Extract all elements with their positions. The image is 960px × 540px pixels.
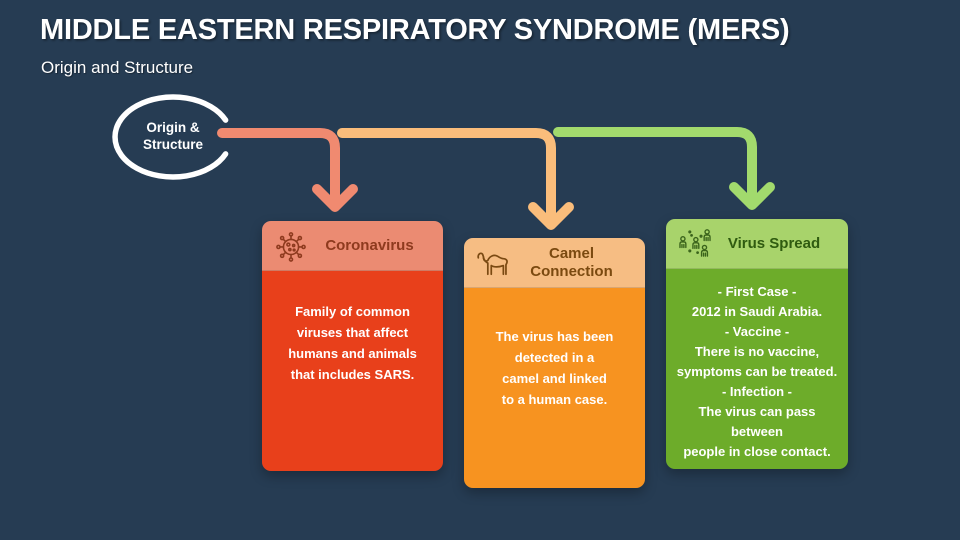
- card-text-line: Family of common: [295, 304, 410, 319]
- coronavirus-icon: [276, 231, 306, 262]
- arrow-head: [528, 202, 574, 230]
- card-virus-spread: Virus Spread - First Case - 2012 in Saudi…: [666, 219, 848, 469]
- card-text-line: humans and animals: [288, 346, 417, 361]
- arrow-line: [553, 127, 757, 199]
- arrow-line: [217, 128, 340, 201]
- card-text-line: - Vaccine -: [724, 324, 790, 339]
- card-header: Coronavirus: [262, 221, 443, 271]
- card-title: Coronavirus: [325, 236, 414, 254]
- arrow-to-coronavirus: [217, 128, 358, 212]
- camel-icon: [477, 251, 508, 275]
- card-text-line: - Infection -: [721, 384, 793, 399]
- card-title: Camel Connection: [530, 244, 613, 280]
- card-text-line: to a human case.: [501, 392, 608, 407]
- arrow-head: [312, 184, 358, 212]
- card-text-line: that includes SARS.: [290, 367, 415, 382]
- card-body: The virus has been detected in a camel and…: [464, 288, 645, 488]
- card-text-line: The virus can pass between: [698, 404, 816, 439]
- arrow-line: [337, 128, 556, 219]
- card-header: Camel Connection: [464, 238, 645, 288]
- card-camel-connection: Camel Connection The virus has been detec…: [464, 238, 645, 488]
- card-text-line: The virus has been: [495, 329, 614, 344]
- page-subtitle: Origin and Structure: [41, 58, 194, 77]
- arrow-head: [729, 182, 775, 210]
- card-text-line: symptoms can be treated.: [676, 364, 838, 379]
- arrow-to-camel-connection: [337, 128, 574, 230]
- card-body: - First Case - 2012 in Saudi Arabia. - Vac…: [666, 269, 848, 469]
- card-coronavirus: Coronavirus Family of common viruses that…: [262, 221, 443, 471]
- card-text-line: camel and linked: [502, 371, 607, 386]
- card-text-line: 2012 in Saudi Arabia.: [691, 304, 823, 319]
- origin-oval-label: Origin & Structure: [142, 120, 203, 152]
- card-header: Virus Spread: [666, 219, 848, 269]
- card-text-line: There is no vaccine,: [694, 344, 820, 359]
- card-text-line: people in close contact.: [683, 444, 831, 459]
- card-title: Virus Spread: [727, 234, 821, 252]
- page-title: MIDDLE EASTERN RESPIRATORY SYNDROME (MER…: [40, 14, 790, 46]
- arrow-to-virus-spread: [553, 127, 775, 210]
- card-body: Family of common viruses that affect human…: [262, 271, 443, 471]
- card-text-line: detected in a: [514, 350, 595, 365]
- card-text-line: viruses that affect: [296, 325, 409, 340]
- virus-spread-icon: [679, 228, 711, 257]
- card-text-line: - First Case -: [717, 284, 797, 299]
